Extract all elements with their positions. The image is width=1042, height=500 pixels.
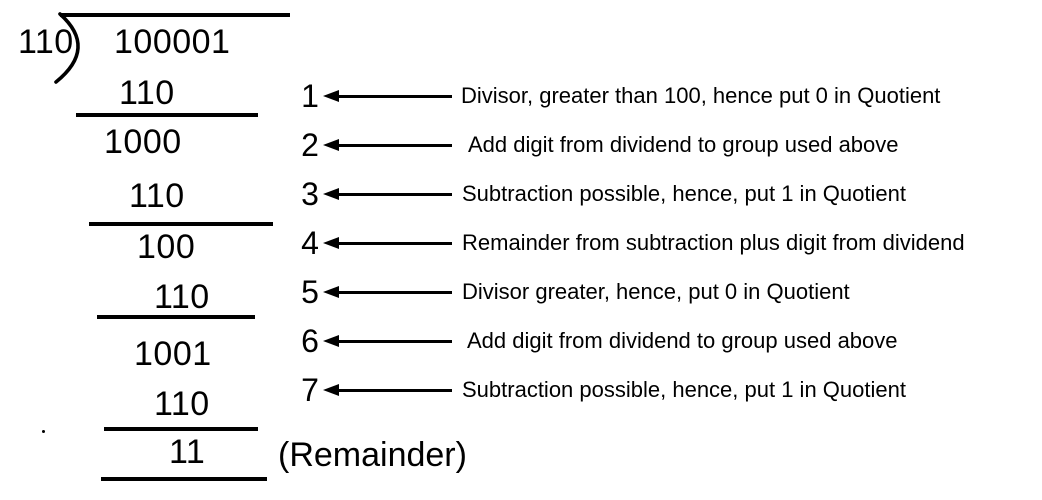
- step-annotation: Divisor greater, hence, put 0 in Quotien…: [462, 279, 850, 304]
- subtraction-line: [97, 315, 255, 319]
- work-row: 110: [154, 385, 210, 423]
- left-arrow-icon: [323, 139, 452, 151]
- work-row: 1001: [134, 335, 212, 373]
- step-number: 3: [301, 176, 319, 212]
- step-number: 2: [301, 127, 319, 163]
- step-number: 5: [301, 274, 319, 310]
- arrow-shaft: [335, 192, 452, 196]
- arrow-shaft: [335, 388, 452, 392]
- final-line: [101, 477, 267, 481]
- divisor: 110: [18, 23, 74, 61]
- work-row: 110: [129, 177, 185, 215]
- step-annotation: Subtraction possible, hence, put 1 in Qu…: [462, 181, 906, 206]
- work-row: 1000: [104, 123, 182, 161]
- arrow-shaft: [335, 94, 452, 98]
- division-vinculum-line: [60, 13, 290, 17]
- arrow-shaft: [335, 290, 452, 294]
- subtraction-line: [89, 222, 273, 226]
- step-annotation: Divisor, greater than 100, hence put 0 i…: [461, 83, 941, 108]
- work-row: 110: [119, 74, 175, 112]
- left-arrow-icon: [323, 286, 452, 298]
- subtraction-line: [76, 113, 258, 117]
- work-row: 110: [154, 278, 210, 316]
- remainder-value: 11: [169, 433, 206, 471]
- arrow-shaft: [335, 339, 452, 343]
- arrowhead-icon: [323, 90, 339, 102]
- work-row: 100: [137, 228, 196, 266]
- step-annotation: Remainder from subtraction plus digit fr…: [462, 230, 965, 255]
- arrowhead-icon: [323, 286, 339, 298]
- left-arrow-icon: [323, 90, 452, 102]
- step-number: 4: [301, 225, 319, 261]
- step-annotation: Subtraction possible, hence, put 1 in Qu…: [462, 377, 906, 402]
- remainder-label: (Remainder): [278, 436, 467, 474]
- left-arrow-icon: [323, 384, 452, 396]
- arrowhead-icon: [323, 384, 339, 396]
- division-bracket-icon: [54, 12, 80, 84]
- arrow-shaft: [335, 241, 452, 245]
- arrowhead-icon: [323, 188, 339, 200]
- left-arrow-icon: [323, 188, 452, 200]
- step-number: 1: [301, 78, 319, 114]
- step-number: 7: [301, 372, 319, 408]
- step-annotation: Add digit from dividend to group used ab…: [467, 328, 898, 353]
- arrowhead-icon: [323, 237, 339, 249]
- stray-dot: [42, 430, 45, 433]
- dividend: 100001: [114, 23, 231, 61]
- left-arrow-icon: [323, 237, 452, 249]
- subtraction-line: [104, 427, 258, 431]
- arrowhead-icon: [323, 335, 339, 347]
- step-number: 6: [301, 323, 319, 359]
- arrow-shaft: [335, 143, 452, 147]
- left-arrow-icon: [323, 335, 452, 347]
- arrowhead-icon: [323, 139, 339, 151]
- step-annotation: Add digit from dividend to group used ab…: [468, 132, 899, 157]
